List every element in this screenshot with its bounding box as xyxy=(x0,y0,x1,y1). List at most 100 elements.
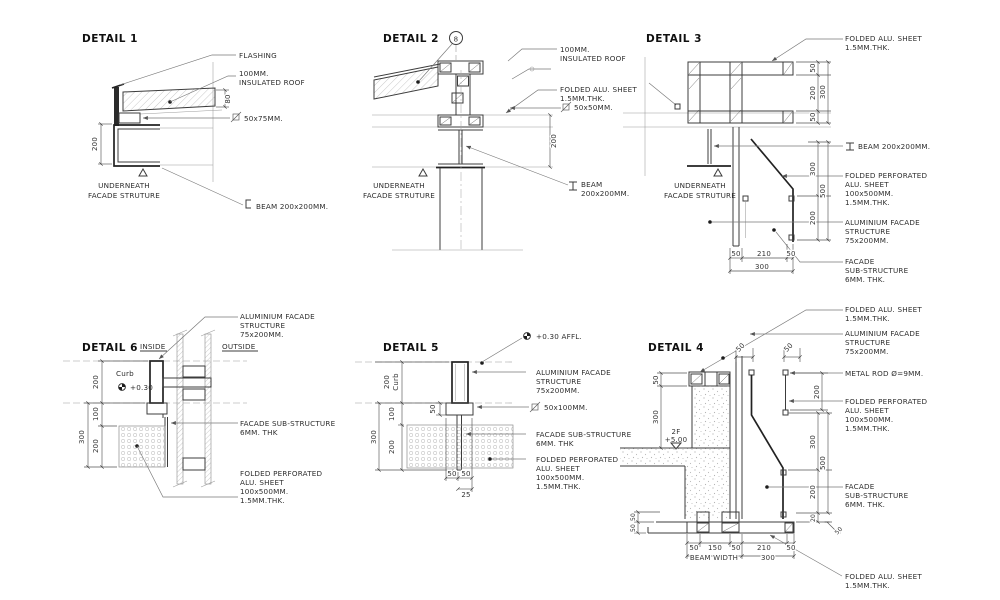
label-affl: +0.30 AFFL. xyxy=(536,332,582,341)
dim-50-stack-1: 50 xyxy=(630,513,637,521)
dim-50-stack-2: 50 xyxy=(630,524,637,532)
dim-bottom-150: 150 xyxy=(708,544,722,552)
dim-300-a: 300 xyxy=(819,85,827,99)
label-perf-2: ALU. SHEET xyxy=(845,180,889,189)
detail-1: DETAIL 1 FLASHING 100MM. INSULATED ROOF … xyxy=(82,33,328,211)
dim-100: 100 xyxy=(388,407,396,421)
label-perf-1: FOLDED PERFORATED xyxy=(845,171,928,180)
label-perf-3: 100x500MM. xyxy=(240,487,288,496)
detail-1-linework xyxy=(98,54,244,206)
label-alu-1: ALUMINIUM FACADE xyxy=(240,312,315,321)
dim-200-rod: 200 xyxy=(813,385,821,399)
label-sub-3: 6MM. THK. xyxy=(845,275,885,284)
label-sub-1: FACADE SUB-STRUCTURE xyxy=(536,430,632,439)
detail-3-title: DETAIL 3 xyxy=(646,33,702,45)
label-sheet-line2: 1.5MM.THK. xyxy=(560,94,605,103)
label-roof-line2: INSULATED ROOF xyxy=(560,54,626,63)
dim-50-b: 50 xyxy=(809,112,817,121)
label-sheet-bot-2: 1.5MM.THK. xyxy=(845,581,890,590)
detail-5: DETAIL 5 +0.30 AFFL. ALUMINIUM FACADE ST… xyxy=(355,332,632,500)
label-perf-1: FOLDED PERFORATED xyxy=(536,455,619,464)
dim-100: 100 xyxy=(92,407,100,421)
label-alu-3: 75x200MM. xyxy=(845,347,889,356)
label-tube-50x100: 50x100MM. xyxy=(544,403,588,412)
dim-20-right: 20 xyxy=(810,514,817,522)
label-tube-50x75: 50x75MM. xyxy=(244,114,283,123)
label-alu-1: ALUMINIUM FACADE xyxy=(845,218,920,227)
label-sheet-top-1: FOLDED ALU. SHEET xyxy=(845,305,922,314)
label-inside: INSIDE xyxy=(140,342,166,351)
detail-2-title: DETAIL 2 xyxy=(383,33,439,45)
square-section-icon xyxy=(529,401,541,413)
label-beam: BEAM 200x200MM. xyxy=(256,202,328,211)
i-beam-icon xyxy=(569,181,577,191)
dim-300: 300 xyxy=(370,430,378,444)
label-alu-3: 75x200MM. xyxy=(845,236,889,245)
square-section-icon xyxy=(230,111,242,123)
label-alu-1: ALUMINIUM FACADE xyxy=(845,329,920,338)
dim-200-a: 200 xyxy=(383,375,391,389)
dim-200: 200 xyxy=(91,137,99,151)
dim-50-left: 50 xyxy=(652,375,660,384)
label-perf-4: 1.5MM.THK. xyxy=(845,424,890,433)
dim-200-b: 200 xyxy=(388,440,396,454)
detail-6-title: DETAIL 6 xyxy=(82,342,138,354)
dim-500: 500 xyxy=(819,184,827,198)
dim-curb: Curb xyxy=(392,373,400,391)
detail-5-title: DETAIL 5 xyxy=(383,342,439,354)
section-bubble: 8 xyxy=(449,31,463,45)
level-2f: 2F xyxy=(672,428,681,436)
detail-4-title: DETAIL 4 xyxy=(648,342,704,354)
label-level: +0.30 xyxy=(130,383,153,392)
label-beam: BEAM 200x200MM. xyxy=(858,142,930,151)
label-perf-2: ALU. SHEET xyxy=(240,478,284,487)
label-alu-2: STRUCTURE xyxy=(845,227,890,236)
dim-bottom-50-3: 50 xyxy=(786,544,795,552)
label-perf-1: FOLDED PERFORATED xyxy=(240,469,323,478)
channel-beam-icon xyxy=(245,199,251,209)
dim-bottom-300: 300 xyxy=(761,554,775,562)
label-perf-3: 100x500MM. xyxy=(845,189,893,198)
label-perf-2: ALU. SHEET xyxy=(536,464,580,473)
dim-50-a: 50 xyxy=(447,470,456,478)
detail-3: DETAIL 3 FOLDED ALU. SHEET 1.5MM.THK. BE… xyxy=(623,33,930,284)
label-flashing: FLASHING xyxy=(239,51,277,60)
bubble-number: 8 xyxy=(454,36,459,44)
label-sheet-line2: 1.5MM.THK. xyxy=(845,43,890,52)
label-sub-3: 6MM. THK. xyxy=(845,500,885,509)
detail-1-title: DETAIL 1 xyxy=(82,33,138,45)
dim-200: 200 xyxy=(550,134,558,148)
label-sub-1: FACADE xyxy=(845,482,875,491)
dim-210: 210 xyxy=(757,250,771,258)
detail-6: DETAIL 6 INSIDE OUTSIDE Curb +0.30 ALUMI… xyxy=(63,312,336,505)
detail-4: DETAIL 4 FOLDED ALU. SHEET 1.5MM.THK. AL… xyxy=(620,305,928,590)
dim-50-plate: 50 xyxy=(429,404,437,413)
dim-50-a: 50 xyxy=(809,63,817,72)
dim-500-right: 500 xyxy=(819,456,827,470)
label-perf-2: ALU. SHEET xyxy=(845,406,889,415)
dim-80: 80 xyxy=(224,94,232,103)
detail-5-linework xyxy=(355,337,529,492)
dim-300-left: 300 xyxy=(652,410,660,424)
dim-50-b: 50 xyxy=(461,470,470,478)
dim-200-b: 200 xyxy=(92,439,100,453)
label-sub-2: SUB-STRUCTURE xyxy=(845,491,909,500)
dim-200-b: 200 xyxy=(809,211,817,225)
label-metal-rod: METAL ROD Ø=9MM. xyxy=(845,369,923,378)
dim-50-c: 50 xyxy=(731,250,740,258)
label-alu-2: STRUCTURE xyxy=(240,321,285,330)
level-symbol-icon xyxy=(523,332,531,340)
label-perf-3: 100x500MM. xyxy=(845,415,893,424)
label-roof-line1: 100MM. xyxy=(239,69,269,78)
label-underneath-2: FACADE STRUTURE xyxy=(363,191,435,200)
label-underneath-2: FACADE STRUTURE xyxy=(88,191,160,200)
dim-bottom-210: 210 xyxy=(757,544,771,552)
label-perf-1: FOLDED PERFORATED xyxy=(845,397,928,406)
label-tube-50x50: 50x50MM. xyxy=(574,103,613,112)
dim-300-b: 300 xyxy=(809,162,817,176)
label-sub-1: FACADE SUB-STRUCTURE xyxy=(240,419,336,428)
label-perf-4: 1.5MM.THK. xyxy=(536,482,581,491)
label-sub-2: SUB-STRUCTURE xyxy=(845,266,909,275)
